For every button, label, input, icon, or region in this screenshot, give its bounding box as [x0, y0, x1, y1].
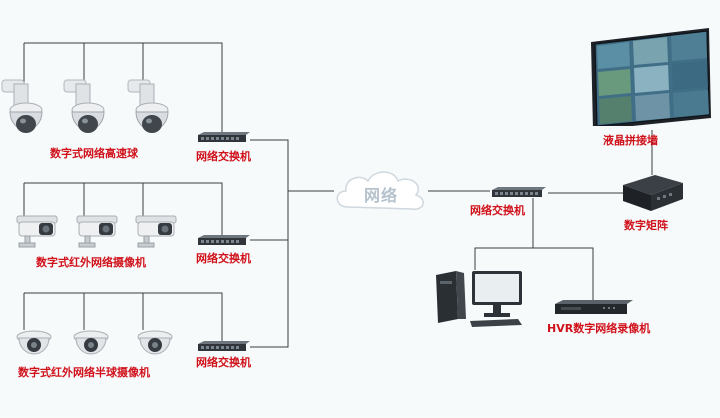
nvr-recorder-icon	[555, 300, 633, 314]
infrared-bullet-camera-icon	[76, 215, 118, 248]
nvr-label: HVR数字网络录像机	[547, 322, 651, 335]
infrared-dome-camera-icon	[73, 330, 109, 355]
network-switch-icon	[198, 341, 250, 351]
infrared-dome-camera-icon	[16, 330, 52, 355]
network-switch-icon	[198, 235, 250, 245]
speed-dome-camera-label: 数字式网络高速球	[50, 147, 138, 160]
network-cloud-label: 网络	[364, 186, 399, 205]
infrared-dome-camera-label: 数字式红外网络半球摄像机	[18, 366, 150, 379]
desktop-computer-icon	[436, 271, 522, 327]
matrix-box-icon	[623, 175, 683, 211]
infrared-bullet-camera-icon	[135, 215, 177, 248]
infrared-bullet-camera-label: 数字式红外网络摄像机	[36, 256, 146, 269]
network-switch-icon	[492, 187, 546, 197]
speed-dome-camera-icon	[63, 79, 105, 133]
video-wall-icon	[591, 28, 711, 126]
cloud-icon	[336, 171, 424, 210]
switch-core-label: 网络交换机	[470, 204, 525, 217]
video-wall-label: 液晶拼接墙	[603, 134, 658, 147]
switch-bottom-label: 网络交换机	[196, 356, 251, 369]
infrared-bullet-camera-icon	[16, 215, 58, 248]
speed-dome-camera-icon	[1, 79, 43, 133]
matrix-label: 数字矩阵	[624, 219, 668, 232]
switch-middle-label: 网络交换机	[196, 252, 251, 265]
network-switch-icon	[198, 132, 250, 142]
switch-top-label: 网络交换机	[196, 150, 251, 163]
speed-dome-camera-icon	[127, 79, 169, 133]
infrared-dome-camera-icon	[137, 330, 173, 355]
